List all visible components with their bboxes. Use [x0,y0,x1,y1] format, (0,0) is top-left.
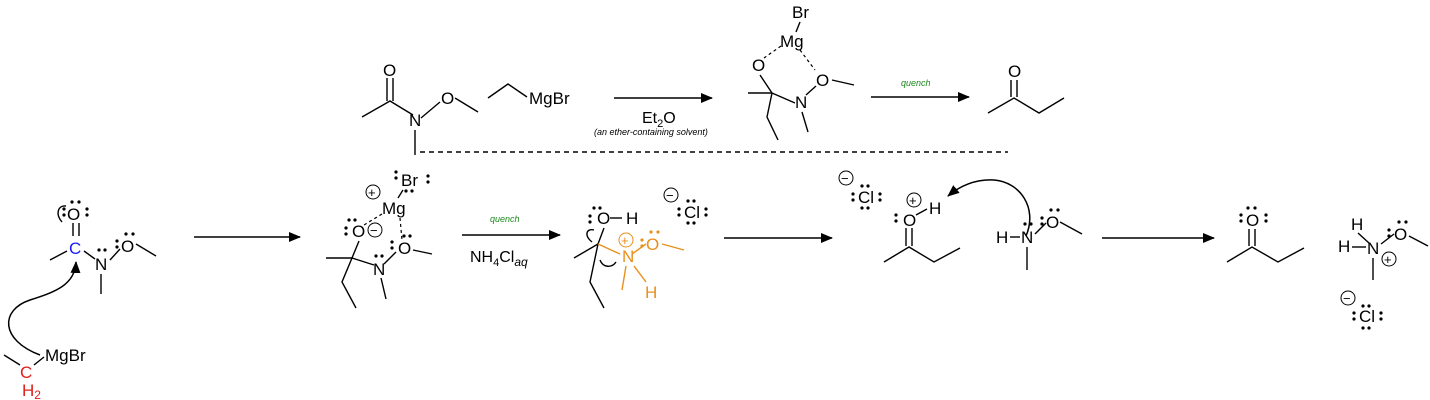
atom-n: N [95,255,107,274]
atom-cl: Cl [858,188,874,207]
atom-n: N [373,260,385,279]
charge-plus: + [909,193,917,208]
chloride-ion-2: − Cl [838,170,882,210]
atom-h: H [1351,215,1363,234]
solvent-note: (an ether-containing solvent) [594,127,708,137]
atom-o: O [352,222,365,241]
curved-arrow-proton-transfer [947,179,1031,237]
charge-plus: + [1384,252,1392,267]
charge-minus: − [666,188,674,203]
atom-o: O [1008,62,1021,81]
bottom-arrow-2: quench NH4Claq [462,214,561,269]
top-product-butanone: O [987,62,1065,114]
atom-nucleophile-c: C [20,363,32,382]
charge-plus: + [621,233,629,248]
top-ethylmagnesium-bromide: MgBr [487,83,570,108]
charge-minus: − [370,223,378,238]
quench-reagent: NH4Claq [470,249,528,269]
chloride-ion-1: − Cl [663,187,708,225]
atom-o: O [1246,211,1259,230]
charge-minus: − [1343,291,1351,306]
final-butanone: O [1226,206,1305,263]
atom-h2: H2 [22,381,41,400]
curved-arrow-collapse [586,228,595,243]
charge-minus: − [841,171,849,186]
protonated-butanone: + O H [883,192,961,263]
atom-n-protonated: N [622,247,634,266]
atom-o: O [816,71,829,90]
top-arrow-2: quench [871,78,970,102]
atom-o: O [646,235,659,254]
atom-mg: Mg [780,32,804,51]
atom-h: H [1338,237,1350,256]
atom-o: O [752,56,765,75]
atom-o: O [1394,225,1407,244]
curved-arrow-pi [57,205,67,223]
bottom-grignard-nucleophile: C H2 MgBr [3,261,86,400]
atom-mgbr: MgBr [529,89,570,108]
top-weinreb-amide: O N O [361,61,479,155]
atom-br: Br [401,171,418,190]
chloride-ion-3: − Cl [1340,290,1383,330]
curved-arrow-attack [7,261,81,356]
solvent-label: Et2O [642,110,676,130]
atom-h: H [929,199,941,218]
atom-o: O [67,205,80,224]
atom-n: N [409,111,421,130]
atom-n: N [1367,239,1379,258]
n-methoxy-methylamine: H N O [996,208,1083,270]
atom-o: O [597,209,610,228]
atom-o: O [1046,213,1059,232]
atom-h: H [626,209,638,228]
protonated-intermediate: O H + N O H [573,206,685,309]
atom-o: O [398,239,411,258]
atom-cl: Cl [1359,307,1375,326]
top-chelated-intermediate: Br Mg O O N [748,3,855,141]
charge-plus: + [368,185,376,200]
atom-o: O [383,61,396,80]
atom-carbonyl-c: C [69,239,81,258]
atom-n: N [1021,228,1033,247]
bottom-quench-label: quench [490,214,520,224]
top-arrow-1: Et2O (an ether-containing solvent) [594,93,713,137]
final-ammonium: H H N + O [1338,215,1429,280]
atom-mg: Mg [382,199,406,218]
atom-br: Br [792,3,809,22]
atom-h: H [645,283,657,302]
top-quench-label: quench [901,78,931,88]
atom-n: N [795,93,807,112]
atom-o: O [441,89,454,108]
bottom-weinreb-amide: O C N O [49,200,157,294]
atom-h: H [996,228,1008,247]
atom-cl: Cl [684,203,700,222]
atom-o: O [903,211,916,230]
curved-arrow-n-leave [599,259,617,267]
bottom-chelated-intermediate: + Br Mg O − O N [326,170,433,309]
atom-o: O [121,237,134,256]
atom-mgbr: MgBr [45,346,86,365]
